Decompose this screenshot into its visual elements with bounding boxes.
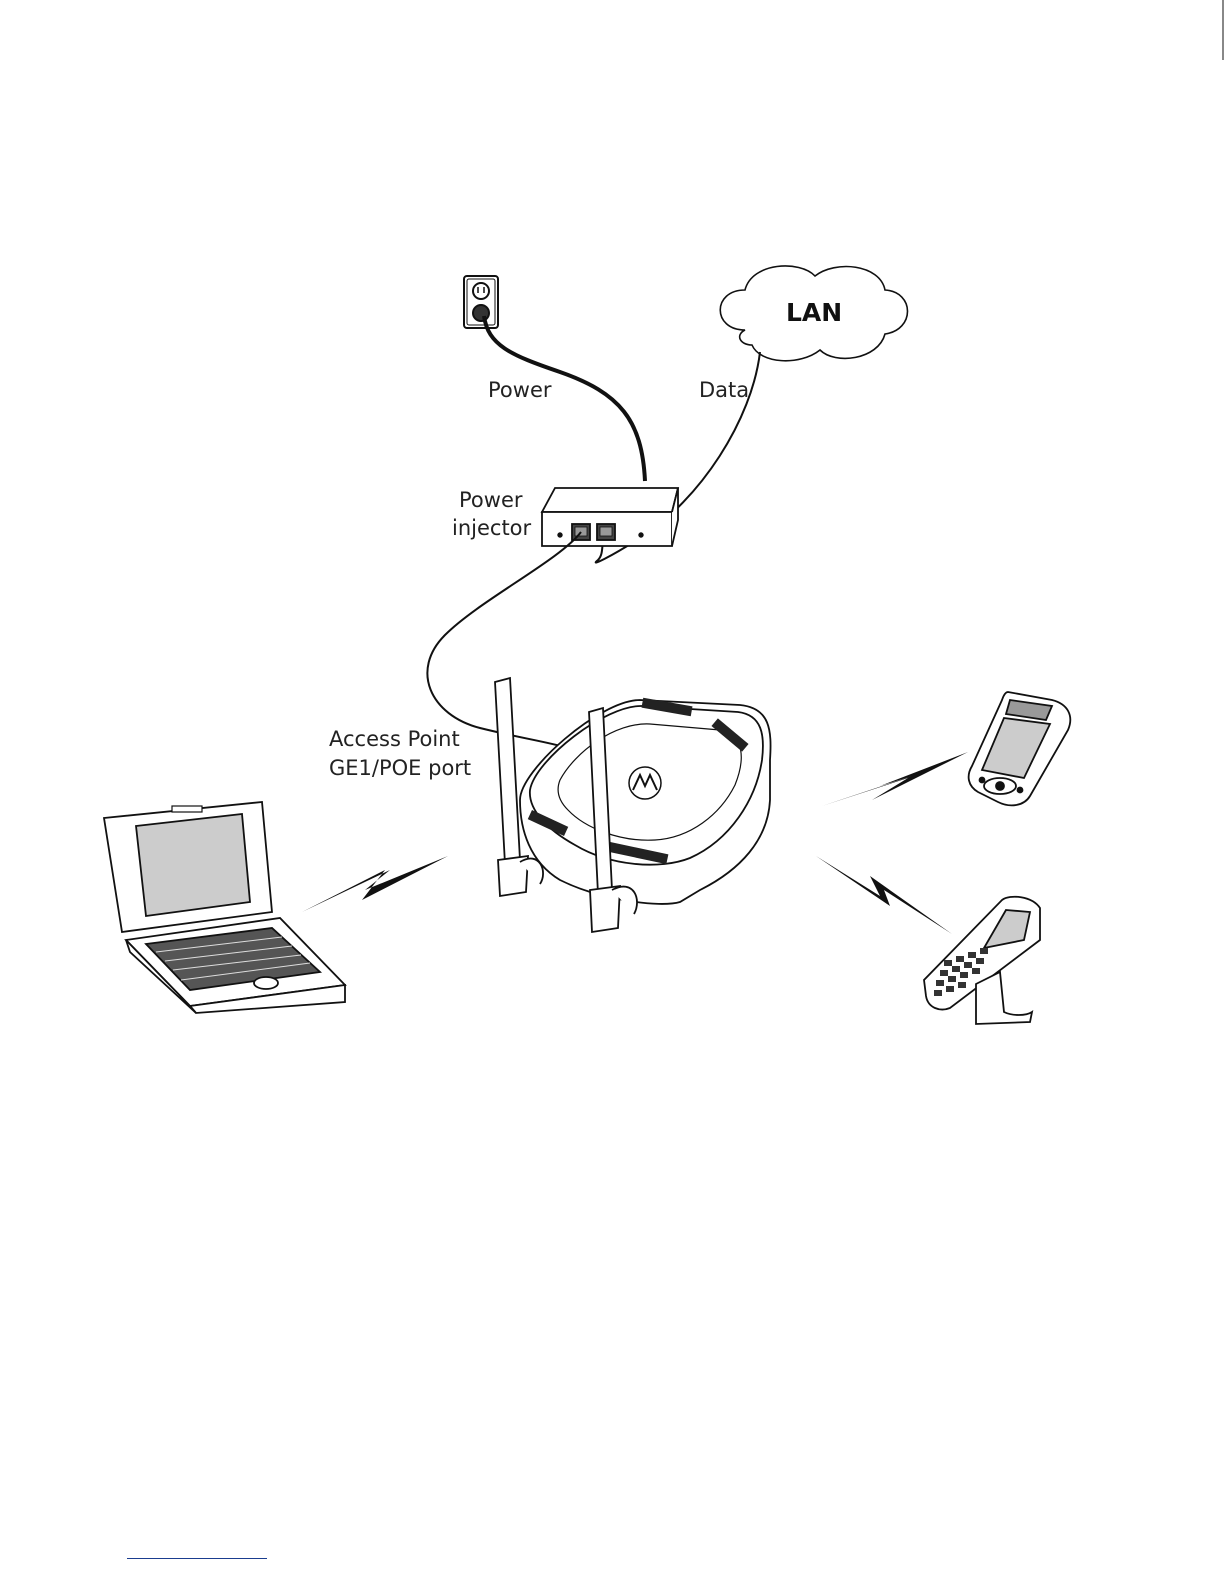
handheld-pda-icon [969, 692, 1071, 805]
injector-label-line1: Power [459, 488, 523, 512]
power-injector-icon [542, 488, 678, 546]
data-cable-label: Data [699, 378, 749, 402]
laptop-icon [104, 802, 345, 1013]
injector-label-line2: injector [452, 516, 532, 540]
lan-label: LAN [786, 298, 842, 327]
handheld-scanner-icon [924, 897, 1040, 1024]
ap-port-label-line1: Access Point [329, 727, 460, 751]
power-cable-label: Power [488, 378, 552, 402]
footnote-rule [127, 1558, 267, 1559]
ap-port-label-line2: GE1/POE port [329, 756, 471, 780]
wall-outlet-icon [464, 276, 498, 328]
access-point-icon [495, 678, 771, 932]
